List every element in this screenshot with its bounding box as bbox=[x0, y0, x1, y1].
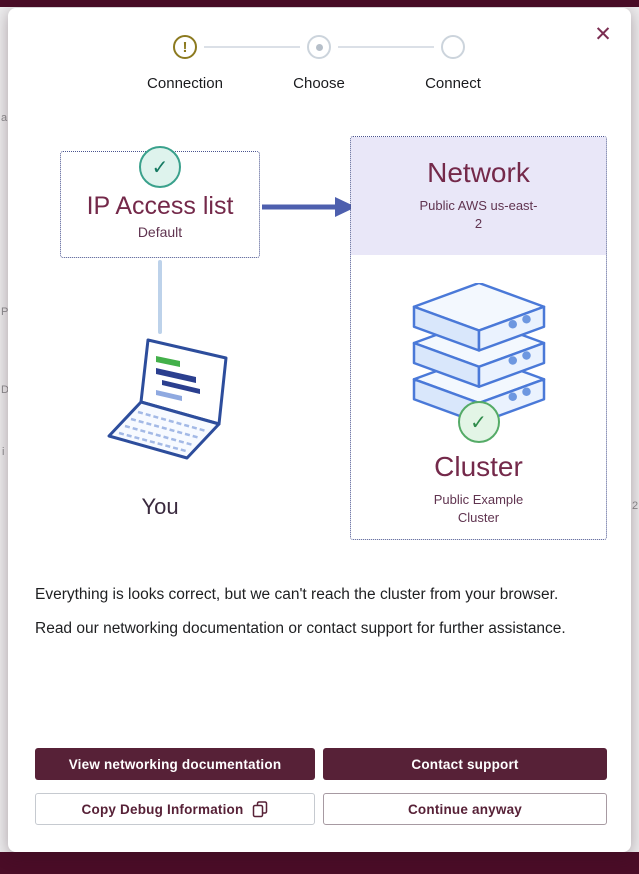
network-panel: Network Public AWS us-east-2 bbox=[351, 137, 606, 255]
backdrop-text-fragment: D bbox=[1, 384, 9, 396]
arrow-right-icon bbox=[262, 197, 356, 217]
step-label-choose: Choose bbox=[293, 75, 345, 92]
check-glyph: ✓ bbox=[151, 156, 169, 179]
app-header-strip bbox=[0, 0, 639, 7]
step-connector bbox=[338, 46, 434, 48]
contact-support-button[interactable]: Contact support bbox=[323, 748, 607, 780]
button-label: Contact support bbox=[411, 756, 519, 772]
backdrop-text-fragment: i bbox=[2, 446, 5, 458]
vertical-connector-line bbox=[158, 260, 162, 334]
stepper: ! Connection Choose Connect bbox=[8, 35, 631, 105]
check-icon: ✓ bbox=[139, 146, 181, 188]
help-message: Read our networking documentation or con… bbox=[35, 620, 566, 637]
view-networking-documentation-button[interactable]: View networking documentation bbox=[35, 748, 315, 780]
check-icon: ✓ bbox=[457, 401, 500, 443]
close-icon: ✕ bbox=[594, 23, 612, 46]
step-label-connect: Connect bbox=[425, 75, 481, 92]
cluster-title: Cluster bbox=[434, 451, 523, 482]
copy-icon bbox=[253, 800, 268, 817]
app-footer-strip bbox=[0, 852, 639, 874]
connection-troubleshooting-modal: ✕ ! Connection Choose Connect ✓ IP Acces… bbox=[8, 8, 631, 852]
ip-access-list-box: ✓ IP Access list Default bbox=[60, 146, 260, 258]
step-connect-icon bbox=[441, 35, 465, 59]
step-connection-warning-icon: ! bbox=[173, 35, 197, 59]
button-label: View networking documentation bbox=[68, 756, 282, 772]
server-stack-illustration bbox=[412, 283, 545, 423]
button-label: Continue anyway bbox=[407, 801, 523, 817]
network-cluster-box: Network Public AWS us-east-2 bbox=[350, 136, 607, 540]
cluster-subtitle: Public Example Cluster bbox=[433, 492, 524, 525]
laptop-illustration bbox=[107, 338, 228, 460]
status-message: Everything is looks correct, but we can'… bbox=[35, 586, 559, 603]
close-button[interactable]: ✕ bbox=[589, 21, 617, 49]
network-title: Network bbox=[427, 157, 530, 188]
step-connector bbox=[204, 46, 300, 48]
backdrop-text-fragment: a bbox=[1, 112, 8, 124]
backdrop-text-fragment: P bbox=[1, 306, 9, 318]
warning-glyph: ! bbox=[182, 38, 188, 56]
step-choose-icon bbox=[307, 35, 331, 59]
copy-debug-information-button[interactable]: Copy Debug Information bbox=[35, 793, 315, 825]
step-dot-icon bbox=[315, 43, 323, 51]
continue-anyway-button[interactable]: Continue anyway bbox=[323, 793, 607, 825]
ip-access-list-subtitle: Default bbox=[137, 224, 183, 240]
check-glyph: ✓ bbox=[470, 411, 487, 434]
you-label: You bbox=[141, 494, 179, 519]
backdrop-text-fragment: 2 bbox=[632, 500, 639, 512]
ip-access-list-title: IP Access list bbox=[86, 192, 234, 220]
button-label: Copy Debug Information bbox=[81, 801, 244, 817]
network-subtitle: Public AWS us-east-2 bbox=[419, 198, 538, 231]
step-label-connection: Connection bbox=[147, 75, 223, 92]
